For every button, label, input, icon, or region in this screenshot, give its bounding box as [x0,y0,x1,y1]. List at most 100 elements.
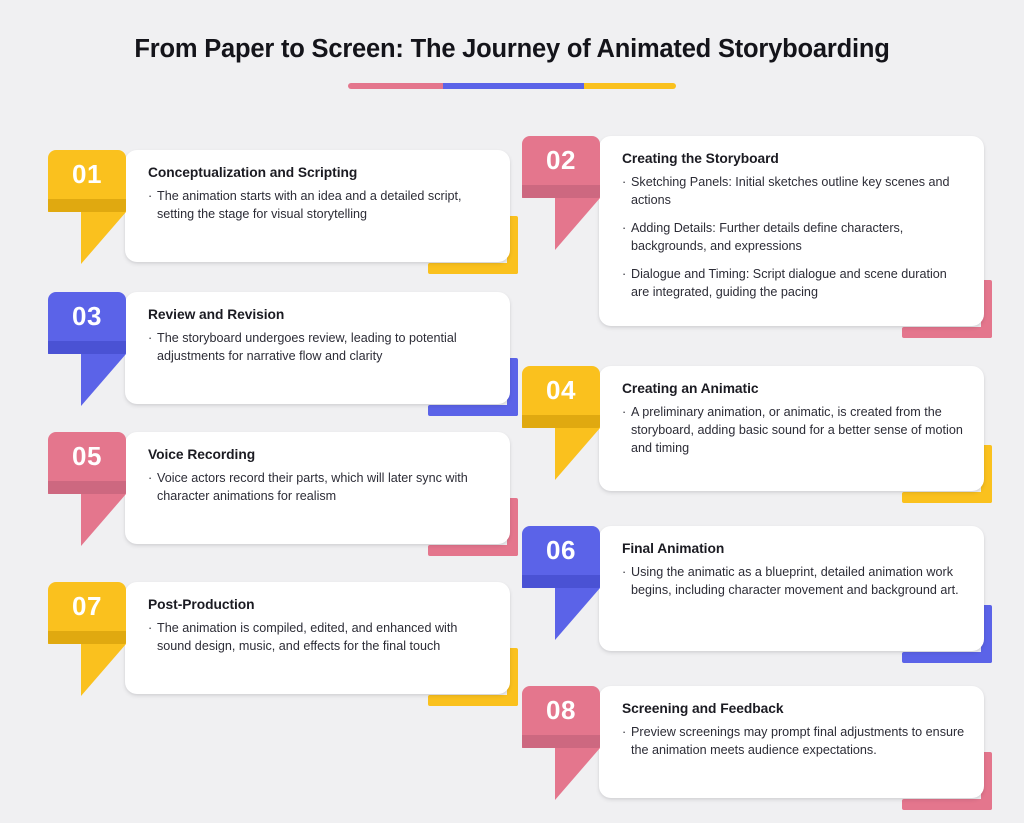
bullet-text: The animation starts with an idea and a … [157,189,462,222]
bullet-dot-icon: · [148,471,153,486]
bullet-dot-icon: · [622,725,627,740]
bullet-text: Preview screenings may prompt final adju… [631,725,965,758]
accent-bracket-vertical [507,648,518,706]
step-title: Post-Production [148,597,255,612]
step-bullet: · Using the animatic as a blueprint, deta… [622,564,967,600]
accent-bracket-horizontal [428,545,518,556]
step-bullet: · A preliminary animation, or animatic, i… [622,404,967,458]
badge-shade [48,199,126,212]
step-number: 03 [72,301,102,331]
badge-pointer [555,748,600,800]
bullet-text: Using the animatic as a blueprint, detai… [631,565,959,598]
bullet-dot-icon: · [622,220,627,235]
step-badge: 07 [48,582,126,644]
badge-pointer [81,354,126,406]
step-content: Voice Recording · Voice actors record thei… [148,446,493,506]
step-card[interactable]: 05 Voice Recording · Voice actors record th… [48,432,518,584]
badge-pointer [555,588,600,640]
accent-bracket-vertical [507,216,518,274]
step-bullet: · Dialogue and Timing: Script dialogue an… [622,266,967,302]
bullet-dot-icon: · [148,189,153,204]
divider-segment-yellow [584,82,676,89]
step-panel [125,432,510,544]
accent-bracket-vertical [507,498,518,556]
step-bullet: · The animation is compiled, edited, and … [148,620,493,656]
step-badge: 02 [522,136,600,198]
step-number: 02 [546,145,576,175]
badge-pointer [81,212,126,264]
step-card[interactable]: 08 Screening and Feedback · Preview screeni… [522,686,992,832]
bullet-dot-icon: · [622,266,627,281]
bullet-dot-icon: · [622,405,627,420]
step-number: 04 [546,375,576,405]
title-divider [348,82,676,89]
badge-shade [522,415,600,428]
step-number: 01 [72,159,102,189]
step-title: Screening and Feedback [622,701,784,716]
step-content: Final Animation · Using the animatic as a … [622,540,967,600]
accent-bracket-vertical [507,358,518,416]
badge-shade [48,631,126,644]
step-panel [599,526,984,651]
step-bullet: · Preview screenings may prompt final adj… [622,724,967,760]
step-card[interactable]: 01 Conceptualization and Scripting · The an… [48,150,518,302]
bottom-strip [0,823,1024,832]
badge-shade [522,185,600,198]
bullet-text: Voice actors record their parts, which w… [157,471,468,504]
accent-bracket-horizontal [902,492,992,503]
step-title: Conceptualization and Scripting [148,165,358,180]
step-panel [599,686,984,798]
step-badge: 05 [48,432,126,494]
header: From Paper to Screen: The Journey of Ani… [0,34,1024,89]
badge-shade [522,735,600,748]
accent-bracket-vertical [981,752,992,810]
step-bullet: · Adding Details: Further details define … [622,220,967,256]
bullet-text: Dialogue and Timing: Script dialogue and… [631,266,947,299]
badge-pointer [555,428,600,480]
step-badge: 08 [522,686,600,748]
step-title: Final Animation [622,541,725,556]
badge-pointer [81,644,126,696]
badge-shade [522,575,600,588]
step-title: Voice Recording [148,447,256,462]
badge-shade [48,341,126,354]
divider-segment-blue [443,82,585,89]
bullet-text: A preliminary animation, or animatic, is… [631,405,963,455]
bullet-text: Sketching Panels: Initial sketches outli… [631,175,950,208]
bullet-dot-icon: · [622,565,627,580]
badge-pointer [555,198,600,250]
step-card[interactable]: 03 Review and Revision·The storyboard und… [48,292,518,444]
bullet-dot-icon: · [148,331,153,346]
step-content: Screening and Feedback · Preview screening… [622,700,967,760]
step-bullet: · Voice actors record their parts, which … [148,470,493,506]
step-badge: 03 [48,292,126,354]
step-bullet: · The storyboard undergoes review, leadin… [148,330,493,366]
accent-bracket-horizontal [428,695,518,706]
step-card[interactable]: 04 Creating an Animatic · A preliminary ani… [522,366,992,531]
bullet-text: The animation is compiled, edited, and e… [157,621,458,654]
bullet-dot-icon: · [148,621,153,636]
step-number: 05 [72,441,102,471]
badge-pointer [81,494,126,546]
bullet-text: Adding Details: Further details define c… [631,220,904,253]
step-badge: 06 [522,526,600,588]
step-title: Creating an Animatic [622,381,759,396]
step-card[interactable]: 07 Post-Production · The animation is compi… [48,582,518,734]
accent-bracket-vertical [981,605,992,663]
step-panel [125,292,510,404]
step-content: Creating an Animatic · A preliminary anima… [622,380,967,458]
step-content: Review and Revision·The storyboard under… [148,306,493,366]
step-card[interactable]: 06 Final Animation · Using the animatic as … [522,526,992,691]
step-number: 06 [546,535,576,565]
step-bullet: · The animation starts with an idea and a… [148,188,493,224]
divider-segment-pink [348,82,444,89]
step-number: 08 [546,695,576,725]
step-content: Post-Production · The animation is compile… [148,596,493,656]
bullet-dot-icon: · [622,175,627,190]
accent-bracket-horizontal [428,405,518,416]
bullet-text: The storyboard undergoes review, leading… [157,331,457,364]
step-content: Conceptualization and Scripting · The anim… [148,164,493,224]
step-panel [125,582,510,694]
